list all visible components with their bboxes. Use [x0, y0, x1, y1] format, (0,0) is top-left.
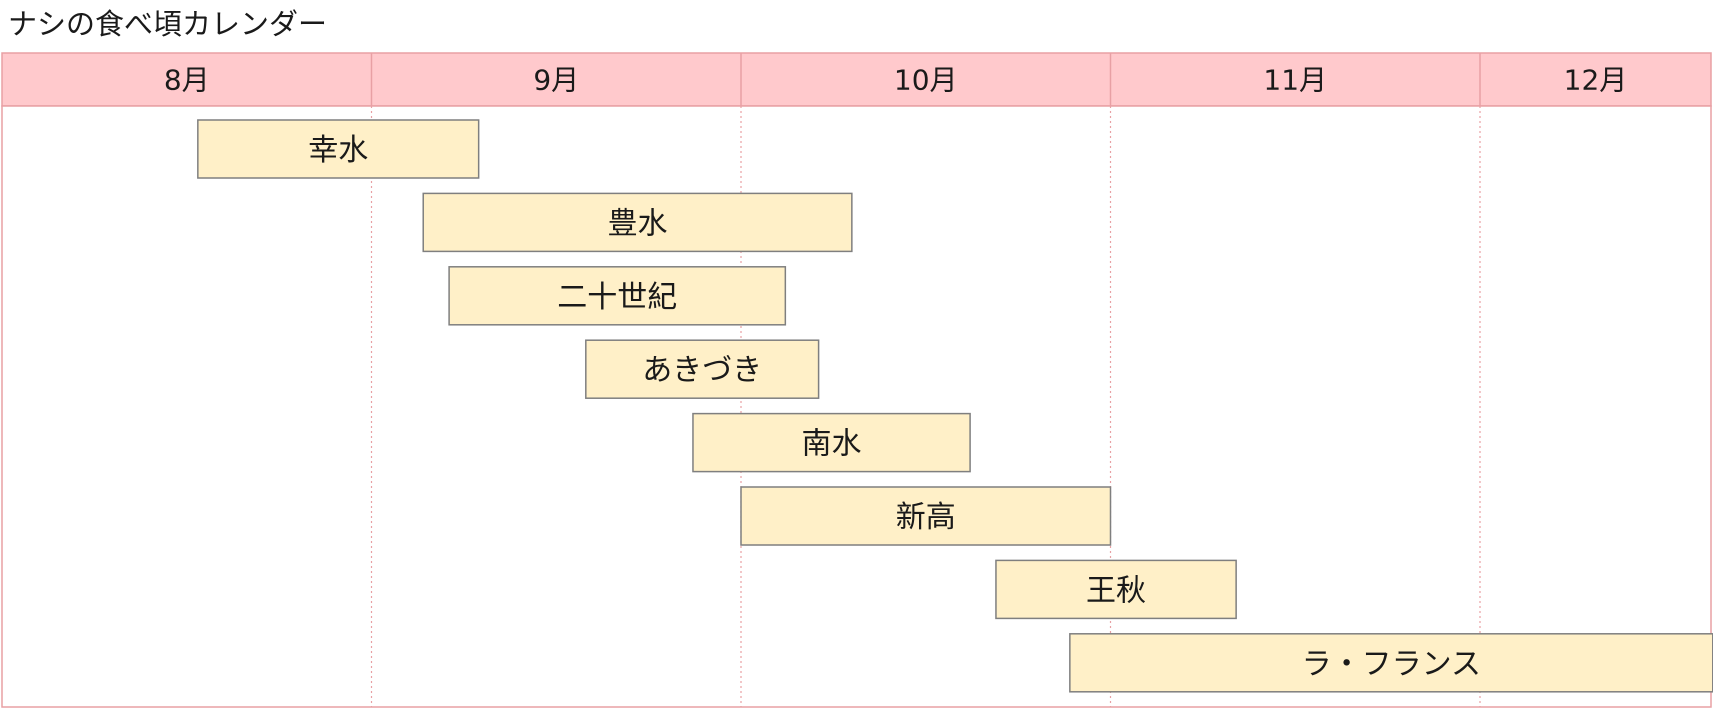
- season-bar: [585, 339, 820, 399]
- month-label: 10月: [894, 64, 958, 97]
- month-label: 11月: [1263, 64, 1327, 97]
- month-label: 12月: [1564, 64, 1628, 97]
- month-header-band: [1, 52, 1712, 107]
- month-label: 8月: [164, 64, 210, 97]
- season-bar-label: 新高: [896, 500, 956, 535]
- season-bar-label: 王秋: [1086, 573, 1146, 608]
- season-bar: [995, 559, 1237, 620]
- season-bar-label: あきづき: [642, 353, 762, 388]
- season-bar: [422, 192, 853, 253]
- season-bar: [197, 119, 480, 179]
- season-bar: [740, 486, 1112, 546]
- season-bar-label: 幸水: [308, 133, 368, 168]
- season-bar-label: 豊水: [608, 206, 668, 241]
- season-bar-label: 南水: [802, 427, 862, 462]
- month-label: 9月: [533, 64, 579, 97]
- season-bar-label: ラ・フランス: [1302, 647, 1481, 682]
- season-bar: [1069, 633, 1713, 693]
- pear-season-chart: 8月 9月 10月 11月 12月幸水豊水二十世紀あきづき南水新高王秋ラ・フランス: [0, 52, 1713, 709]
- season-bar: [692, 412, 971, 473]
- season-bar: [448, 266, 787, 326]
- page-title: ナシの食べ頃カレンダー: [8, 7, 328, 41]
- chart-body-frame: [1, 105, 1712, 708]
- season-bar-label: 二十世紀: [557, 280, 677, 315]
